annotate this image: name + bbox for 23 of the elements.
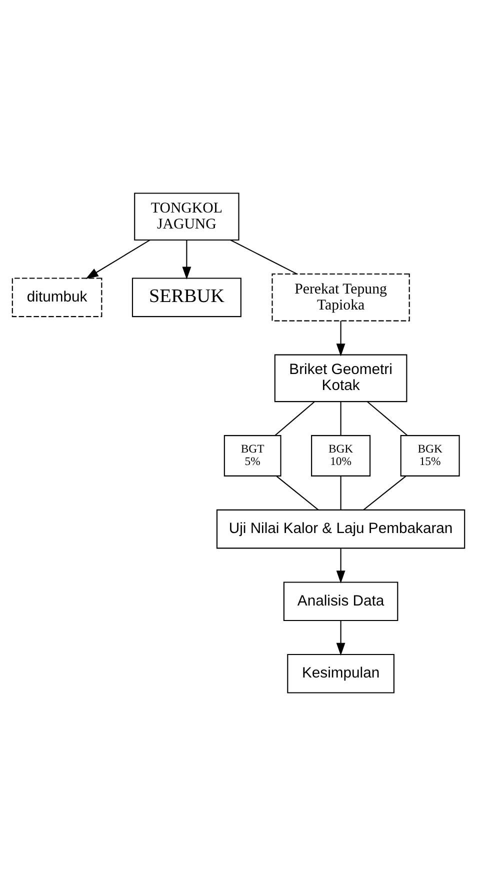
node-box: Analisis Data [283, 581, 398, 621]
arrow [182, 240, 192, 280]
arrow [86, 239, 150, 279]
node-box: TONGKOL JAGUNG [134, 192, 240, 240]
connector [230, 239, 298, 274]
node-box: BGK 15% [400, 434, 460, 476]
node-box: Kesimpulan [287, 653, 394, 693]
node-box: Briket Geometri Kotak [274, 354, 408, 402]
node-box: Perekat Tepung Tapioka [272, 272, 410, 321]
connector [340, 401, 342, 435]
node-box: BGK 10% [311, 434, 371, 476]
arrow [336, 548, 346, 583]
connector [274, 400, 315, 436]
arrow [336, 620, 346, 656]
connector [367, 400, 408, 436]
node-box: Uji Nilai Kalor & Laju Pembakaran [216, 508, 466, 548]
connector [363, 475, 406, 510]
node-box: ditumbuk [12, 277, 102, 317]
node-box: BGT 5% [224, 434, 282, 476]
connector [276, 475, 319, 510]
arrow [336, 320, 346, 356]
connector [340, 476, 342, 510]
node-box: SERBUK [132, 277, 242, 317]
